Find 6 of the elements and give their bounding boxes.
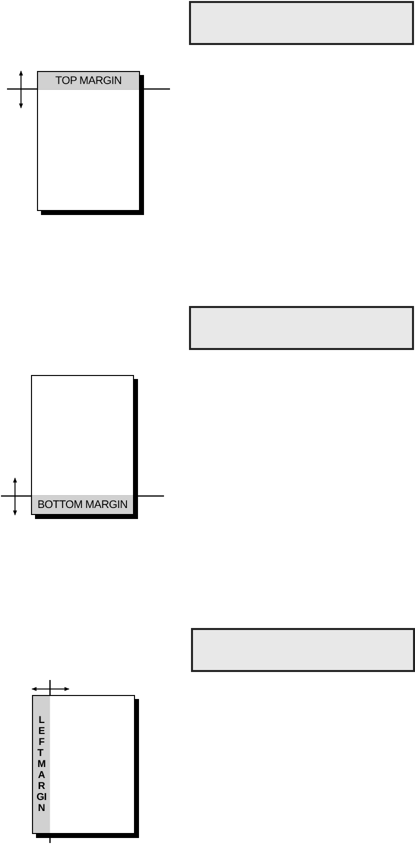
- empty-box: [191, 628, 415, 672]
- empty-box: [189, 306, 414, 350]
- margin-label: TOP MARGIN: [55, 75, 122, 87]
- empty-box: [189, 1, 414, 45]
- margin-label: LEFT MARGIN: [36, 715, 46, 814]
- margin-label: BOTTOM MARGIN: [37, 498, 128, 510]
